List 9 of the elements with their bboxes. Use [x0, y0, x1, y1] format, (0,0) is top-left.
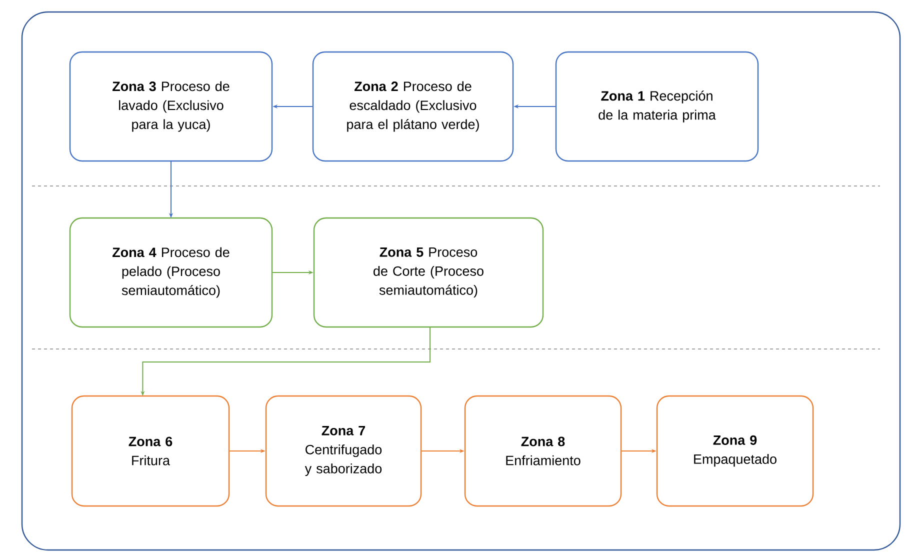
process-box: Zona 3 Proceso de lavado (Exclusivo para la yuca)	[69, 51, 273, 162]
process-box: Zona 8 Enfriamiento	[464, 395, 622, 507]
process-box: Zona 1 Recepción de la materia prima	[555, 51, 759, 162]
process-box: Zona 6 Fritura	[71, 395, 230, 507]
process-box: Zona 2 Proceso de escaldado (Exclusivo para el plátano verde)	[312, 51, 514, 162]
process-box: Zona 4 Proceso de pelado (Proceso semiautomático)	[69, 217, 273, 328]
process-box: Zona 9 Empaquetado	[656, 395, 814, 507]
process-box: Zona 5 Proceso de Corte (Proceso semiautomático)	[313, 217, 544, 328]
process-box: Zona 7 Centrifugado y saborizado	[265, 395, 422, 507]
